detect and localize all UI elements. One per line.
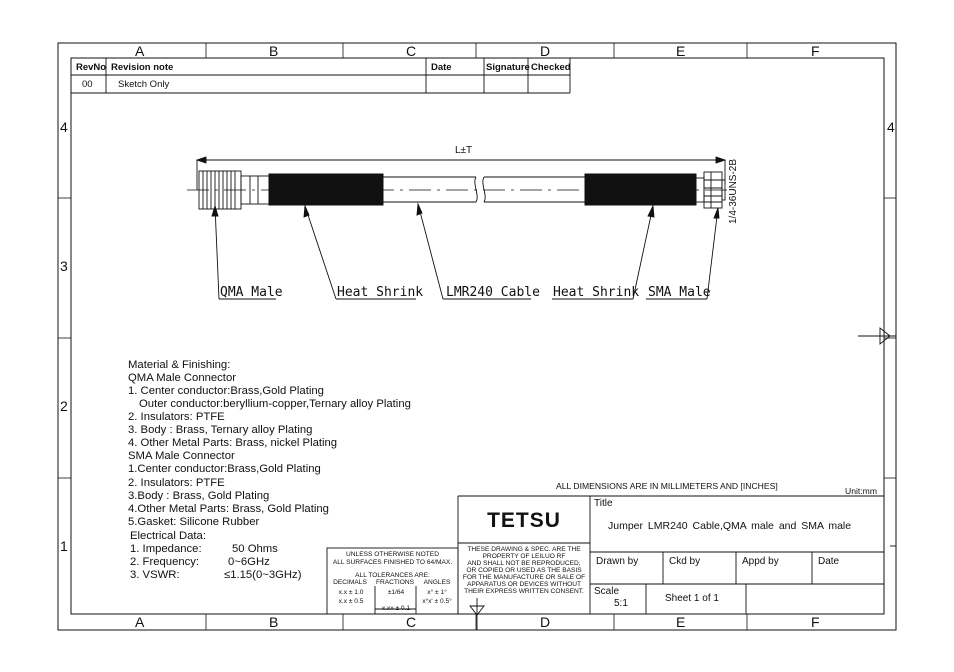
callout-heat-shrink-left: Heat Shrink — [337, 285, 424, 300]
rev-header-date: Date — [431, 62, 452, 73]
notes-qma-line: Outer conductor:beryllium-copper,Ternary… — [139, 398, 411, 410]
callout-sma-male: SMA Male — [648, 285, 711, 300]
callout-qma-male: QMA Male — [220, 285, 283, 300]
zone-col-d-top: D — [540, 43, 551, 59]
zone-col-f-top: F — [811, 43, 820, 59]
drawn-by-label: Drawn by — [596, 556, 639, 567]
company-logo: TETSU — [487, 509, 561, 532]
zone-col-f-bottom: F — [811, 614, 820, 630]
zone-col-e-top: E — [676, 43, 686, 59]
notes-electrical-label: 1. Impedance: — [130, 543, 202, 555]
heat-shrink-right — [584, 173, 697, 206]
centering-markers — [469, 327, 896, 630]
zone-row-1-left: 1 — [60, 538, 68, 554]
notes-qma-heading: QMA Male Connector — [128, 372, 236, 384]
notes-sma-line: 3.Body : Brass, Gold Plating — [128, 490, 270, 502]
unit-label: Unit:mm — [845, 486, 877, 496]
tol-decimal-2: x.x ± 0.5 — [338, 598, 364, 605]
notes-qma-line: 1. Center conductor:Brass,Gold Plating — [128, 385, 324, 397]
rev-header-note: Revision note — [111, 62, 174, 73]
rev-row-note: Sketch Only — [118, 79, 170, 90]
drawing-title: Jumper LMR240 Cable,QMA male and SMA mal… — [608, 520, 852, 532]
title-label: Title — [594, 498, 613, 509]
tol-header-angles: ANGLES — [423, 579, 451, 586]
zone-ticks — [58, 43, 896, 630]
property-note-line: OR COPIED OR USED AS THE BASIS — [466, 567, 582, 574]
notes-sma-line: 4.Other Metal Parts: Brass, Gold Plating — [128, 503, 329, 515]
zone-col-b-top: B — [269, 43, 279, 59]
zone-row-2-left: 2 — [60, 398, 68, 414]
date-label: Date — [818, 556, 840, 567]
tol-angle-2: x°x' ± 0.5° — [422, 598, 452, 605]
notes-electrical-label: 2. Frequency: — [130, 556, 200, 568]
rev-row-revno: 00 — [82, 79, 93, 90]
zone-col-d-bottom: D — [540, 614, 551, 630]
callout-lmr240-cable: LMR240 Cable — [446, 285, 540, 300]
zone-col-c-top: C — [406, 43, 417, 59]
tol-line2: ALL SURFACES FINISHED TO 64/MAX. — [332, 559, 453, 566]
notes-qma-line: 3. Body : Brass, Ternary alloy Plating — [128, 424, 313, 436]
notes-sma-line: 1.Center conductor:Brass,Gold Plating — [128, 463, 321, 475]
heat-shrink-left — [268, 173, 384, 206]
rev-header-checked: Checked — [531, 62, 571, 73]
zone-col-c-bottom: C — [406, 614, 417, 630]
scale-value: 5:1 — [614, 598, 628, 609]
tol-line3: ALL TOLERANCES ARE: — [355, 572, 430, 579]
property-note-line: AND SHALL NOT BE REPRODUCED, — [467, 560, 581, 567]
callout-heat-shrink-right: Heat Shrink — [553, 285, 640, 300]
lmr240-cable — [383, 176, 585, 203]
notes-electrical-value: 0~6GHz — [228, 556, 270, 568]
notes-sma-line: 2. Insulators: PTFE — [128, 477, 225, 489]
zone-row-4-right: 4 — [887, 119, 895, 135]
zone-row-4-left: 4 — [60, 119, 68, 135]
property-note-line: PROPERTY OF LEILUO RF — [482, 553, 566, 560]
notes-electrical-value: 50 Ohms — [232, 543, 278, 555]
notes-electrical-label: 3. VSWR: — [130, 569, 180, 581]
zone-col-a-bottom: A — [135, 614, 145, 630]
notes-electrical-heading: Electrical Data: — [130, 530, 206, 542]
notes-sma-line: 5.Gasket: Silicone Rubber — [128, 516, 260, 528]
property-note-line: APPARATUS OR DEVICES WITHOUT — [466, 581, 582, 588]
notes-electrical-value: ≤1.15(0~3GHz) — [224, 569, 302, 581]
zone-col-b-bottom: B — [269, 614, 279, 630]
tol-line1: UNLESS OTHERWISE NOTED — [346, 551, 439, 558]
property-note-line: FOR THE MANUFACTURE OR SALE OF — [462, 574, 586, 581]
notes-title: Material & Finishing: — [128, 359, 231, 371]
title-block-grid — [457, 495, 884, 614]
tol-decimal-1: x.x ± 1.0 — [338, 589, 364, 596]
length-label: L±T — [455, 145, 473, 156]
property-note-line: THEIR EXPRESS WRITTEN CONSENT. — [464, 588, 584, 595]
zone-col-e-bottom: E — [676, 614, 686, 630]
appd-by-label: Appd by — [742, 556, 779, 567]
notes-qma-line: 4. Other Metal Parts: Brass, nickel Plat… — [128, 437, 338, 449]
notes-sma-heading: SMA Male Connector — [128, 450, 235, 462]
tol-angle-1: x° ± 1° — [427, 589, 447, 596]
revision-table-grid — [71, 58, 571, 94]
notes-qma-line: 2. Insulators: PTFE — [128, 411, 225, 423]
tol-xxx: x.xx ± 0.1 — [381, 605, 411, 612]
tol-header-decimals: DECIMALS — [333, 579, 367, 586]
zone-row-3-left: 3 — [60, 258, 68, 274]
tol-fraction: ±1/64 — [387, 589, 405, 596]
zone-col-a-top: A — [135, 43, 145, 59]
callout-leaders — [211, 202, 720, 300]
rev-header-revno: RevNo — [76, 62, 107, 73]
ckd-by-label: Ckd by — [669, 556, 701, 567]
rev-header-signature: Signature — [486, 62, 530, 73]
dimensions-note: ALL DIMENSIONS ARE IN MILLIMETERS AND [I… — [556, 481, 778, 491]
sheet-number: Sheet 1 of 1 — [665, 593, 719, 604]
scale-label: Scale — [594, 586, 620, 597]
tol-header-fractions: FRACTIONS — [375, 579, 415, 586]
property-note-line: THESE DRAWING & SPEC. ARE THE — [467, 546, 581, 553]
thread-label: 1/4-36UNS-2B — [728, 158, 739, 224]
cable-assembly — [187, 170, 735, 210]
